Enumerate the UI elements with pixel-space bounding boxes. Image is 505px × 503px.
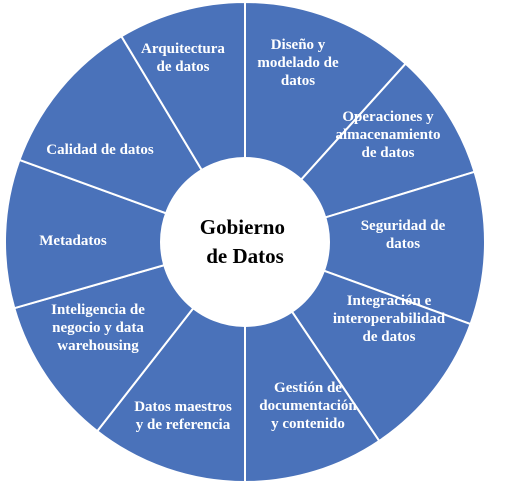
segment-label-4-line-3: de datos xyxy=(363,329,416,345)
segment-label-4-line-2: interoperabilidad xyxy=(333,311,446,327)
segment-label-9-line-1: Calidad de datos xyxy=(46,142,154,158)
segment-label-2-line-2: almacenamiento xyxy=(336,127,441,143)
segment-label-5-line-2: documentación xyxy=(259,398,357,414)
center-circle xyxy=(160,157,330,327)
segment-label-1-line-3: datos xyxy=(281,73,315,89)
center-title-line-2: de Datos xyxy=(206,244,284,268)
segment-label-2: Operaciones y almacenamiento de datos xyxy=(336,109,441,161)
segment-label-7: Inteligencia de negocio y data warehousing xyxy=(51,302,145,354)
segment-label-10: Arquitectura de datos xyxy=(141,41,225,75)
segment-label-6-line-2: y de referencia xyxy=(136,417,231,433)
segment-label-7-line-2: negocio y data xyxy=(52,320,144,336)
segment-label-5: Gestión de documentación y contenido xyxy=(259,380,357,432)
segment-label-10-line-1: Arquitectura xyxy=(141,41,225,57)
segment-label-3-line-2: datos xyxy=(386,236,420,252)
segment-label-4: Integración e interoperabilidad de datos xyxy=(333,293,446,345)
wheel-segment-8 xyxy=(4,158,249,310)
segment-label-9: Calidad de datos xyxy=(46,142,154,158)
segment-label-8-line-1: Metadatos xyxy=(39,233,107,249)
wheel-segment-3 xyxy=(241,170,486,326)
segment-label-3-line-1: Seguridad de xyxy=(361,218,446,234)
segment-label-5-line-1: Gestión de xyxy=(274,380,342,396)
segment-label-8: Metadatos xyxy=(39,233,107,249)
segment-label-1-line-2: modelado de xyxy=(257,55,339,71)
segment-label-1: Diseño y modelado de datos xyxy=(257,37,339,89)
segment-label-6: Datos maestros y de referencia xyxy=(134,399,232,433)
segment-label-2-line-1: Operaciones y xyxy=(342,109,434,125)
segment-label-7-line-1: Inteligencia de xyxy=(51,302,145,318)
segment-label-3: Seguridad de datos xyxy=(361,218,446,252)
segment-label-2-line-3: de datos xyxy=(362,145,415,161)
segment-label-1-line-1: Diseño y xyxy=(271,37,326,53)
segment-label-6-line-1: Datos maestros xyxy=(134,399,232,415)
segment-label-10-line-2: de datos xyxy=(157,59,210,75)
center-title: Gobierno de Datos xyxy=(200,215,290,268)
segment-label-7-line-3: warehousing xyxy=(57,338,139,354)
segment-label-5-line-3: y contenido xyxy=(271,416,345,432)
center-title-line-1: Gobierno xyxy=(200,215,285,239)
segment-label-4-line-1: Integración e xyxy=(347,293,432,309)
